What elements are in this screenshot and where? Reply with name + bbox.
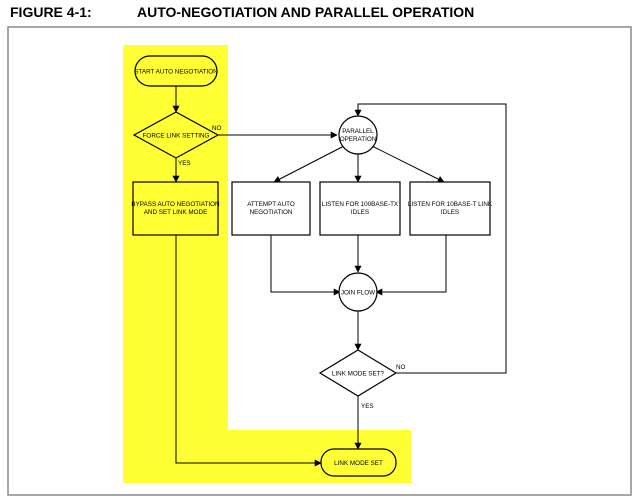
label-bypass-line2: AND SET LINK MODE bbox=[144, 209, 208, 216]
edge-attempt-to-join bbox=[270, 235, 341, 296]
label-parallel-line1: PARALLEL bbox=[342, 128, 374, 135]
label-join-flow: JOIN FLOW bbox=[341, 290, 375, 297]
node-linkmode-shape bbox=[320, 448, 397, 477]
nodes bbox=[132, 55, 491, 477]
label-link-mode-set: LINK MODE SET bbox=[334, 460, 383, 467]
node-listen-10t-shape bbox=[409, 181, 491, 236]
edge-parallel-to-listen-10t bbox=[371, 145, 445, 183]
label-bypass-line1: BYPASS AUTO NEGOTIATION bbox=[131, 201, 220, 208]
edge-label-force-no: NO bbox=[212, 125, 222, 132]
edge-label-check-yes: YES bbox=[361, 403, 374, 410]
label-link-mode-check: LINK MODE SET? bbox=[332, 371, 385, 378]
diagram-frame bbox=[7, 26, 632, 496]
connectors bbox=[172, 86, 507, 467]
edge-check-loop-to-parallel bbox=[354, 103, 507, 374]
node-attempt-shape bbox=[231, 181, 311, 236]
node-listen-100tx-shape bbox=[319, 181, 401, 236]
label-attempt-line2: NEGOTIATION bbox=[250, 209, 293, 216]
node-check-shape bbox=[318, 349, 398, 397]
edge-label-check-no: NO bbox=[396, 364, 406, 371]
label-attempt-line1: ATTEMPT AUTO bbox=[247, 201, 295, 208]
figure-header: FIGURE 4-1: AUTO-NEGOTIATION AND PARALLE… bbox=[10, 4, 630, 24]
node-force-link-shape bbox=[132, 111, 220, 159]
label-start: START AUTO NEGOTIATION bbox=[134, 69, 218, 76]
node-bypass-shape bbox=[132, 181, 219, 236]
label-force-link: FORCE LINK SETTING bbox=[143, 133, 210, 140]
edge-listen-10t-to-join bbox=[375, 235, 447, 296]
label-listen-10t-line2: IDLES bbox=[441, 209, 459, 216]
edge-bypass-to-linkmode bbox=[175, 235, 322, 467]
figure-label: FIGURE 4-1: bbox=[10, 4, 92, 20]
node-parallel-shape bbox=[338, 115, 378, 155]
highlight-path bbox=[123, 45, 411, 483]
edge-parallel-to-attempt bbox=[273, 145, 345, 183]
label-listen-100tx-line1: LISTEN FOR 100BASE-TX bbox=[322, 201, 399, 208]
label-listen-10t-line1: LISTEN FOR 10BASE-T LINK bbox=[408, 201, 493, 208]
edge-label-force-yes: YES bbox=[178, 160, 191, 167]
figure-title: AUTO-NEGOTIATION AND PARALLEL OPERATION bbox=[137, 4, 475, 20]
label-listen-100tx-line2: IDLES bbox=[351, 209, 369, 216]
label-parallel-line2: OPERATION bbox=[340, 136, 377, 143]
node-start-shape bbox=[134, 55, 218, 87]
node-join-shape bbox=[338, 272, 378, 312]
